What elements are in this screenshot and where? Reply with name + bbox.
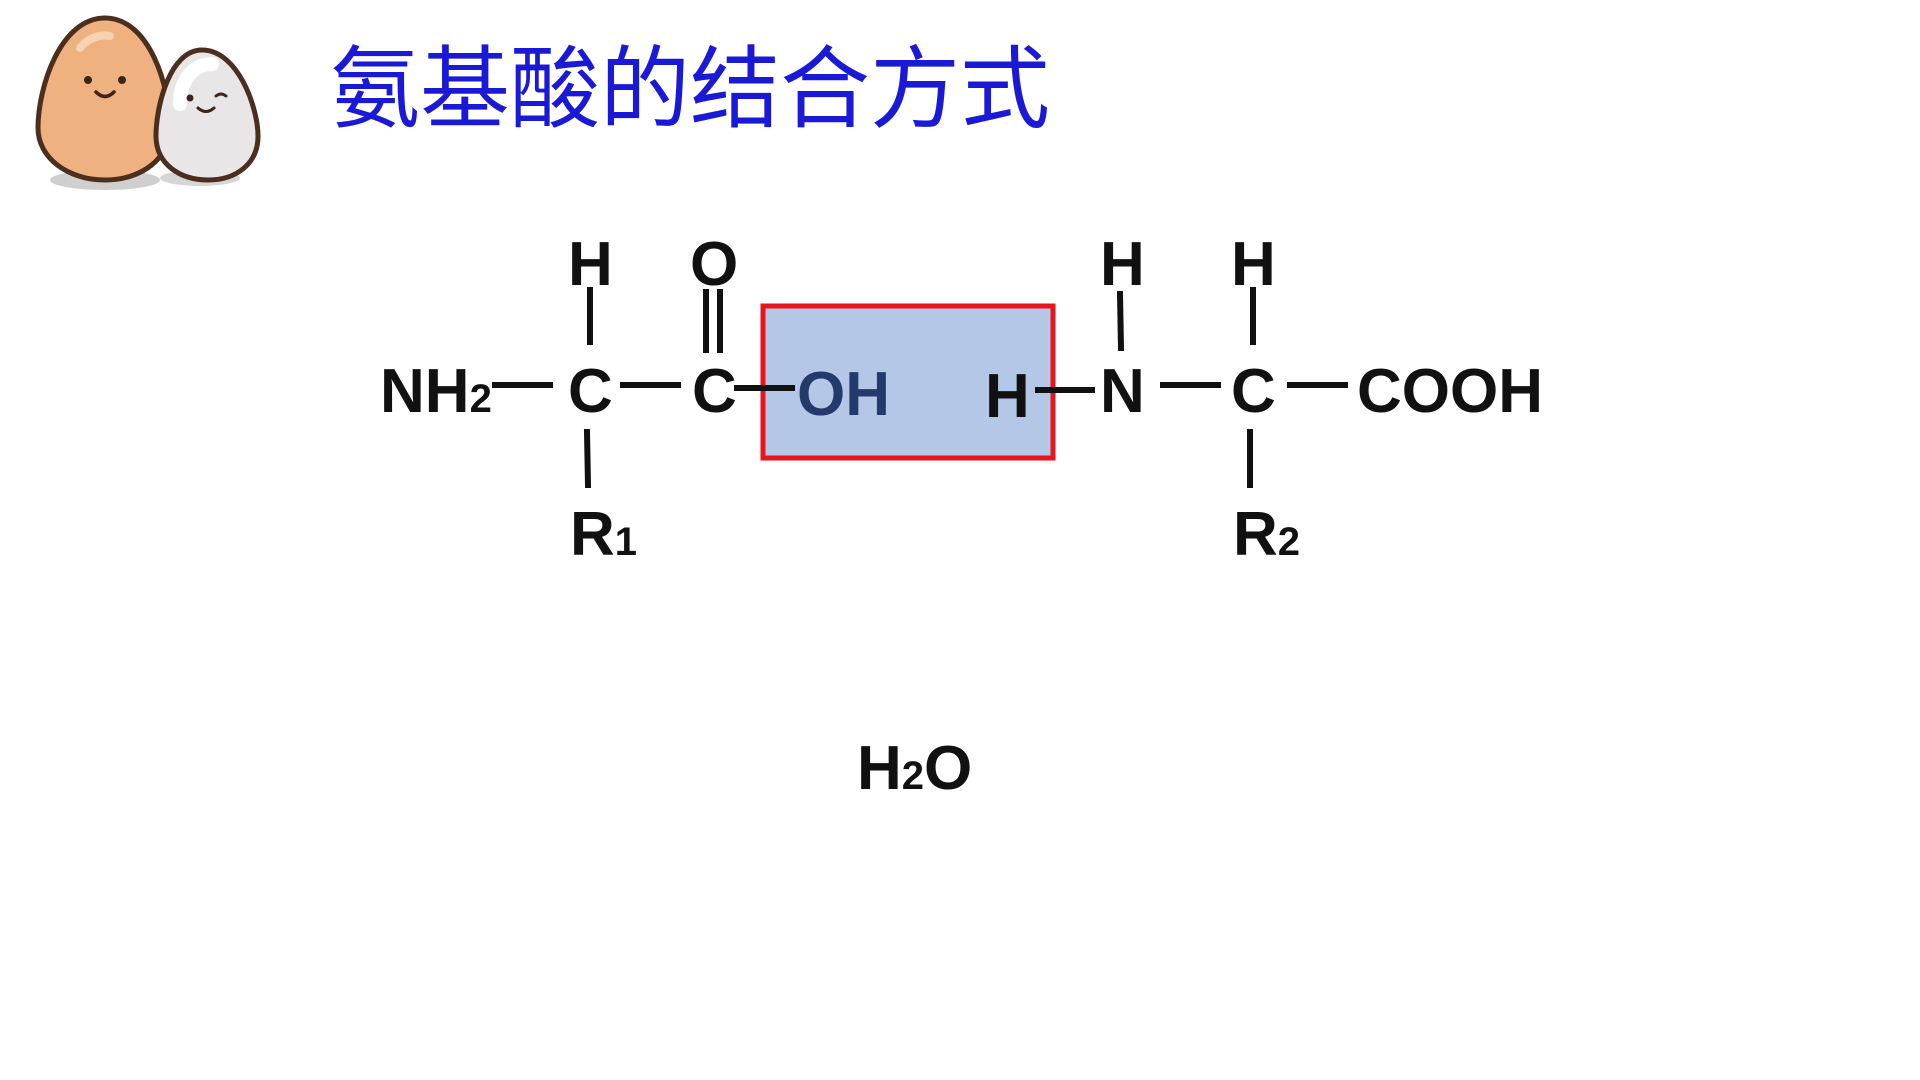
side-chain-r2: R2 — [1233, 500, 1300, 569]
amino-hydrogen: H — [985, 362, 1030, 431]
alpha-hydrogen-1: H — [568, 230, 613, 299]
nitrogen-hydrogen: H — [1100, 230, 1145, 299]
side-chain-r1: R1 — [570, 500, 637, 569]
bond-n-h — [1116, 290, 1125, 352]
alpha-carbon-2: C — [1231, 357, 1276, 426]
hydroxyl-group: OH — [797, 360, 890, 429]
alpha-carbon-1: C — [568, 357, 613, 426]
water-product: H2O — [857, 734, 973, 803]
slide-title: 氨基酸的结合方式 — [330, 37, 1050, 142]
alpha-hydrogen-2: H — [1231, 230, 1276, 299]
carbonyl-carbon: C — [692, 357, 737, 426]
bond-c1-r1 — [583, 428, 592, 489]
two-eggs-mascot-icon — [35, 15, 261, 190]
removed-water-box — [760, 303, 1056, 461]
carbonyl-oxygen: O — [690, 230, 738, 299]
amide-nitrogen: N — [1100, 357, 1145, 426]
carboxyl-group: COOH — [1357, 357, 1543, 426]
amino-group: NH2 — [380, 357, 492, 426]
